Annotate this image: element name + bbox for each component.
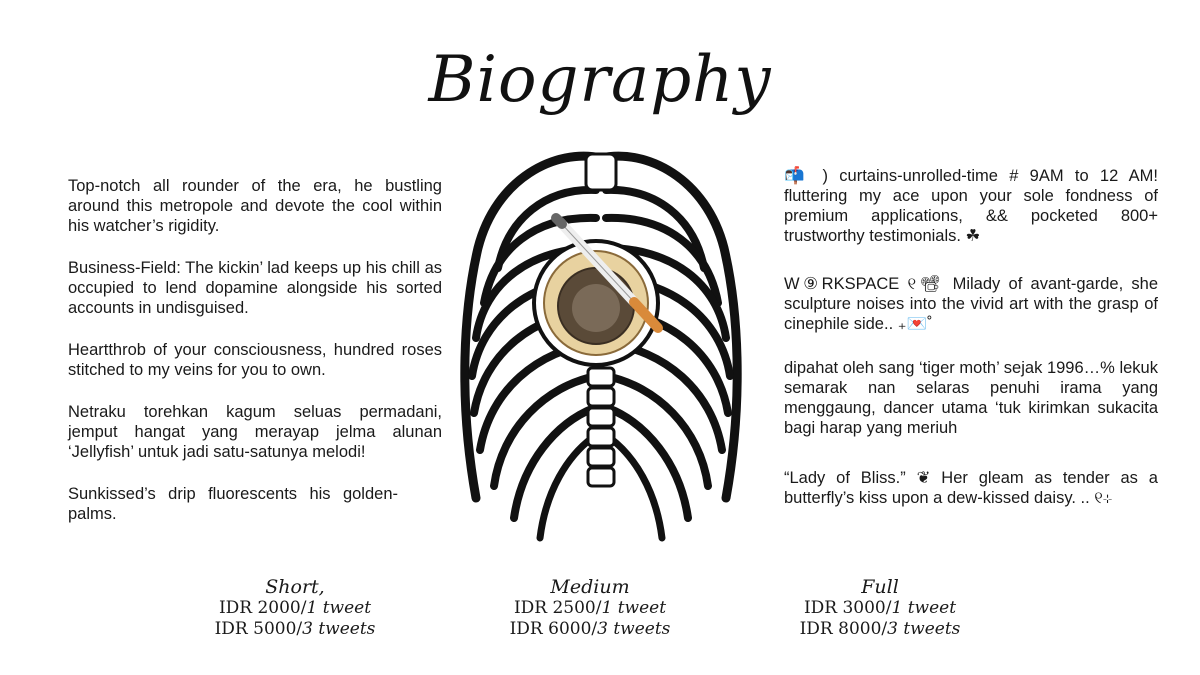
bio-paragraph: Sunkissed’s drip fluorescents his golden… — [68, 485, 398, 523]
bio-paragraph: “Lady of Bliss.” ❦ Her gleam as tender a… — [784, 469, 1158, 507]
page-title: Biography — [428, 43, 772, 117]
price-line: IDR 8000/3 tweets — [799, 619, 961, 639]
bio-paragraph: dipahat oleh sang ‘tiger moth’ sejak 199… — [784, 359, 1158, 437]
price-medium: Medium IDR 2500/1 tweet IDR 6000/3 tweet… — [495, 576, 685, 640]
price-line: IDR 5000/3 tweets — [214, 619, 376, 639]
bio-paragraph: Top-notch all rounder of the era, he bus… — [68, 177, 442, 235]
price-line: IDR 6000/3 tweets — [509, 619, 671, 639]
bio-paragraph: 📬 ) curtains-unrolled-time # 9AM to 12 A… — [784, 167, 1158, 245]
bio-paragraph: Netraku torehkan kagum seluas permadani,… — [68, 403, 442, 461]
price-short: Short, IDR 2000/1 tweet IDR 5000/3 tweet… — [200, 576, 390, 640]
coffee-cup — [532, 239, 660, 367]
price-heading: Medium — [550, 576, 630, 598]
price-line: IDR 3000/1 tweet — [803, 598, 957, 618]
bio-paragraph: Heartthrob of your consciousness, hundre… — [68, 341, 442, 379]
price-line: IDR 2000/1 tweet — [218, 598, 372, 618]
price-line: IDR 2500/1 tweet — [513, 598, 667, 618]
price-heading: Short, — [265, 576, 325, 598]
price-heading: Full — [861, 576, 899, 598]
ribcage-illustration — [460, 151, 742, 542]
bio-paragraph: W⑨RKSPACE ୧📽 Milady of avant-garde, she … — [784, 275, 1158, 333]
cigarette — [551, 213, 663, 333]
bio-paragraph: Business-Field: The kickin’ lad keeps up… — [68, 259, 442, 317]
price-full: Full IDR 3000/1 tweet IDR 8000/3 tweets — [785, 576, 975, 640]
